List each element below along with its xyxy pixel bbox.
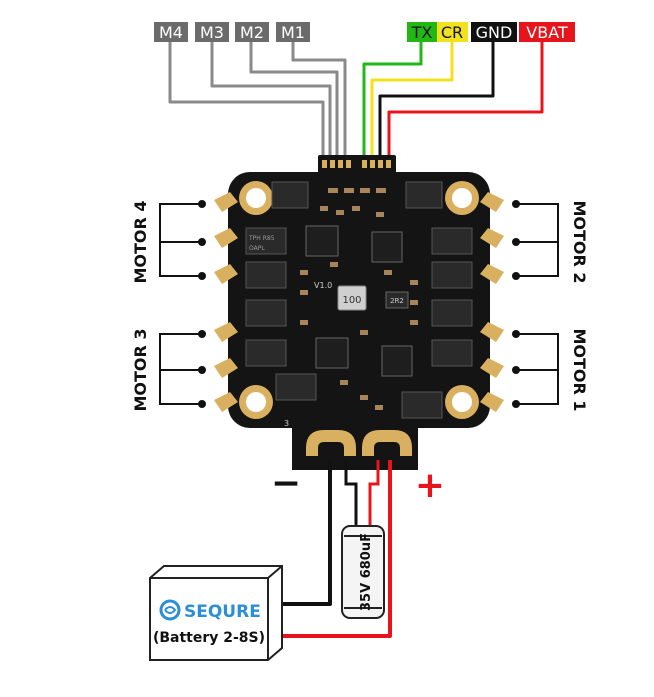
chip-marking-2: OAPL <box>249 245 265 252</box>
silk-version: V1.0 <box>314 281 332 290</box>
mosfets-right <box>401 181 473 419</box>
esc-board: TPH R85 OAPL 100 2R2 V1.0 3 <box>214 172 504 470</box>
power-pads <box>306 430 412 456</box>
battery-brand: SEQURE <box>184 602 261 622</box>
signal-label-m1: M1 <box>276 22 310 42</box>
wire-gnd <box>378 42 495 158</box>
signal-label-m3: M3 <box>195 22 229 42</box>
inductor-2r2 <box>385 291 409 309</box>
chip-marking: TPH R85 <box>248 235 275 242</box>
capacitor-capacitance: 680uF <box>359 533 374 578</box>
wire-battery-positive <box>280 460 392 638</box>
signal-label-gnd: GND <box>471 22 517 42</box>
signal-connector <box>318 155 396 173</box>
silk-2r2: 2R2 <box>390 297 404 305</box>
negative-sign: − <box>271 463 301 504</box>
motor-1-label: MOTOR 1 <box>570 328 589 411</box>
wire-vbat <box>387 42 544 158</box>
signal-label-vbat: VBAT <box>519 22 575 42</box>
motor-pads <box>214 192 504 412</box>
battery-label: (Battery 2-8S) <box>153 630 265 646</box>
wire-m3 <box>210 42 332 158</box>
silk-3: 3 <box>284 419 289 428</box>
signal-label-m2: M2 <box>235 22 269 42</box>
driver-ics <box>305 225 413 377</box>
signal-label-m4: M4 <box>154 22 188 42</box>
positive-sign: + <box>415 465 445 506</box>
wire-battery-negative <box>280 460 332 606</box>
signal-label-tx-text: TX <box>411 23 433 42</box>
motor-3-label: MOTOR 3 <box>131 328 150 411</box>
capacitor-leads <box>344 460 380 528</box>
wire-m1 <box>291 42 347 158</box>
signal-label-m1-text: M1 <box>281 23 305 42</box>
motor-wires <box>159 203 559 405</box>
signal-wires <box>168 42 544 158</box>
signal-label-cr-text: CR <box>441 23 463 42</box>
motor-wire-dots <box>198 200 520 408</box>
capacitor-voltage: 35V <box>359 583 374 611</box>
battery: SEQURE (Battery 2-8S) <box>149 565 283 661</box>
mounting-holes <box>239 181 479 419</box>
signal-label-gnd-text: GND <box>476 23 513 42</box>
power-wires <box>280 460 392 638</box>
wire-m2 <box>249 42 339 158</box>
wire-tx <box>362 42 423 158</box>
capacitor: 35V 680uF <box>341 525 385 619</box>
wire-cr <box>370 42 454 158</box>
smd-components <box>300 188 418 410</box>
signal-label-m4-text: M4 <box>159 23 183 42</box>
motor-4-label: MOTOR 4 <box>131 200 150 283</box>
motor-2-label: MOTOR 2 <box>570 200 589 283</box>
signal-label-tx: TX <box>407 22 437 42</box>
signal-label-m3-text: M3 <box>200 23 224 42</box>
signal-label-m2-text: M2 <box>240 23 264 42</box>
inductor-marking: 100 <box>342 295 361 306</box>
mosfets-left <box>245 181 317 401</box>
signal-label-vbat-text: VBAT <box>526 23 568 42</box>
wire-m4 <box>168 42 325 158</box>
sequre-logo-icon <box>159 599 181 621</box>
inductor <box>337 285 367 311</box>
svg-text:35V 680uF: 35V 680uF <box>359 533 374 611</box>
signal-label-cr: CR <box>437 22 468 42</box>
